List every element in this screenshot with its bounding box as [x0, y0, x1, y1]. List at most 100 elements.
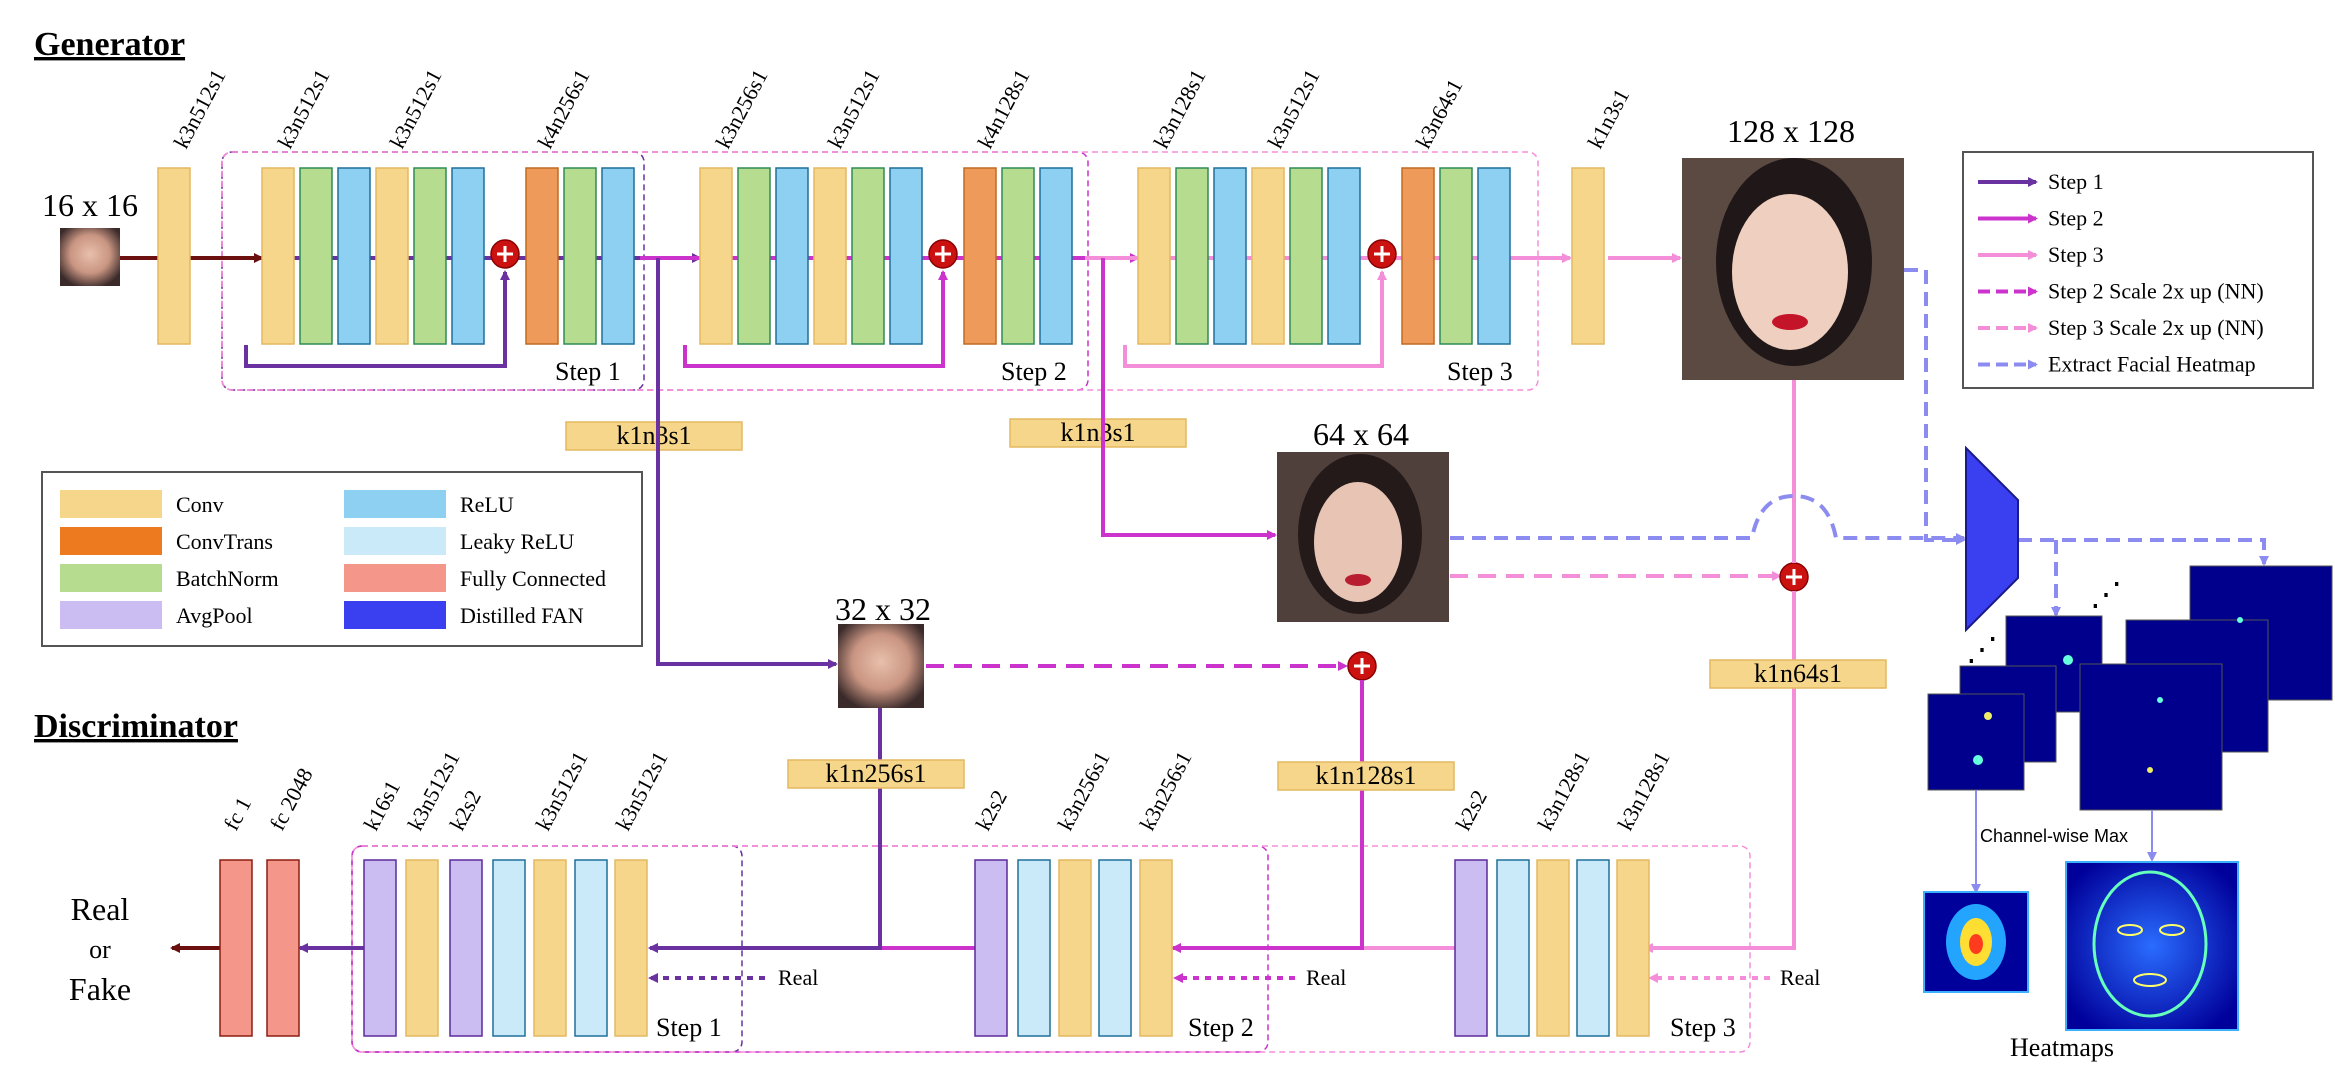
- gen-block: [1477, 167, 1511, 345]
- gen-last-conv-label: k1n3s1: [1582, 84, 1634, 152]
- disc-block: [1098, 859, 1132, 1037]
- disc-add-node: [1779, 562, 1809, 592]
- gen-block: [261, 167, 295, 345]
- output-face-image: [1682, 158, 1904, 380]
- disc-block: [614, 859, 648, 1037]
- discriminator-header: Discriminator: [34, 708, 238, 745]
- gen-block: [775, 167, 809, 345]
- disc-fc1: [219, 859, 253, 1037]
- gen-block: [1001, 167, 1035, 345]
- gen-block: [1039, 167, 1073, 345]
- gen-block: [525, 167, 559, 345]
- final-heatmap-64: [1923, 891, 2029, 993]
- heatmap-extract-arrow-64: [1450, 493, 1966, 543]
- gen-block-label: k3n128s1: [1148, 65, 1210, 152]
- disc-block-label: k3n512s1: [530, 747, 592, 834]
- input-face-image: [60, 228, 120, 286]
- disc-block: [1576, 859, 1610, 1037]
- disc-block-label: k2s2: [970, 786, 1012, 834]
- disc-block-label: k3n512s1: [610, 747, 672, 834]
- distilled-fan-block: [1965, 445, 2019, 633]
- gen-block: [699, 167, 733, 345]
- gen-block: [1251, 167, 1285, 345]
- disc-block: [1017, 859, 1051, 1037]
- gen-step2-label: Step 2: [1001, 357, 1067, 386]
- disc-step1-label: Step 1: [656, 1013, 722, 1042]
- gen-block-label: k3n256s1: [710, 65, 772, 152]
- gen-block: [1213, 167, 1247, 345]
- step2-skip-arrow: [683, 270, 948, 368]
- face-32-image: [838, 624, 924, 708]
- block-legend-label: Conv: [176, 492, 224, 517]
- heatmap-stack-128: [2079, 565, 2333, 811]
- arrow-legend-label: Step 3: [2048, 242, 2104, 267]
- gen-block-label: k3n512s1: [272, 65, 334, 152]
- real-label-step1: Real: [778, 965, 818, 990]
- block-legend-swatch: [344, 527, 446, 555]
- gen-block: [963, 167, 997, 345]
- gen-block: [601, 167, 635, 345]
- gen-last-conv: [1571, 167, 1605, 345]
- block-legend-swatch: [60, 527, 162, 555]
- gen-step3-label: Step 3: [1447, 357, 1513, 386]
- disc-block-label: k3n128s1: [1612, 747, 1674, 834]
- heatmap-ellipsis-right: ⋰: [2090, 576, 2122, 612]
- disc-side-conv-3: [1709, 659, 1887, 689]
- disc-block: [574, 859, 608, 1037]
- side-conv-1-label: k1n3s1: [616, 421, 691, 450]
- gen-step3-box: [221, 151, 1539, 391]
- disc-block: [974, 859, 1008, 1037]
- gen-add-node: [1367, 239, 1397, 269]
- disc-step2-label: Step 2: [1188, 1013, 1254, 1042]
- disc-block: [1496, 859, 1530, 1037]
- gen-block: [813, 167, 847, 345]
- heatmap-extract-arrow-128: [1904, 268, 1966, 545]
- generator-blocks: [157, 167, 1605, 345]
- block-legend-swatch: [60, 490, 162, 518]
- disc-step3-input-arrow: [1643, 591, 1796, 953]
- block-legend-label: Leaky ReLU: [460, 529, 574, 554]
- heatmap-to-128-arrow: [2018, 538, 2269, 566]
- disc-side-conv-1: [787, 759, 965, 789]
- disc-side-conv-3-label: k1n64s1: [1754, 659, 1842, 688]
- disc-block: [492, 859, 526, 1037]
- disc-block: [1139, 859, 1173, 1037]
- gen-block: [451, 167, 485, 345]
- step3-skip-arrow: [1123, 270, 1387, 368]
- disc-block: [1616, 859, 1650, 1037]
- gen-step1-label: Step 1: [555, 357, 621, 386]
- disc-side-conv-2-label: k1n128s1: [1315, 761, 1416, 790]
- disc-add-node: [1347, 651, 1377, 681]
- disc-block-label: k3n256s1: [1134, 747, 1196, 834]
- disc-block-label: k2s2: [1450, 786, 1492, 834]
- gen-block-label: k3n512s1: [822, 65, 884, 152]
- block-legend-label: BatchNorm: [176, 566, 279, 591]
- disc-block-label: k16s1: [358, 776, 405, 834]
- side-conv-1: [565, 421, 743, 451]
- side-conv-2-label: k1n3s1: [1060, 418, 1135, 447]
- gen-block: [337, 167, 371, 345]
- gen-add-node: [490, 239, 520, 269]
- disc-step3-label: Step 3: [1670, 1013, 1736, 1042]
- disc-step1-input-arrow: [648, 708, 882, 953]
- heatmap-ellipsis-left: ⋰: [1966, 631, 1998, 667]
- block-legend-swatch: [344, 564, 446, 592]
- block-legend-label: Distilled FAN: [460, 603, 584, 628]
- block-legend-swatch: [60, 601, 162, 629]
- disc-fc2048: [266, 859, 300, 1037]
- disc-block: [1536, 859, 1570, 1037]
- gen-block-label: k3n512s1: [1262, 65, 1324, 152]
- disc-block: [405, 859, 439, 1037]
- arrow-legend-label: Step 1: [2048, 169, 2104, 194]
- gen-block-label: k4n256s1: [532, 65, 594, 152]
- channel-max-label: Channel-wise Max: [1980, 826, 2128, 846]
- gen-block: [851, 167, 885, 345]
- discriminator-blocks: [219, 859, 1650, 1037]
- final-heatmap-128: [2065, 861, 2239, 1031]
- side-conv-2: [1009, 418, 1187, 448]
- heatmap-stack-64: [1927, 615, 2103, 791]
- real-label-step2: Real: [1306, 965, 1346, 990]
- arrow-legend-label: Extract Facial Heatmap: [2048, 352, 2256, 377]
